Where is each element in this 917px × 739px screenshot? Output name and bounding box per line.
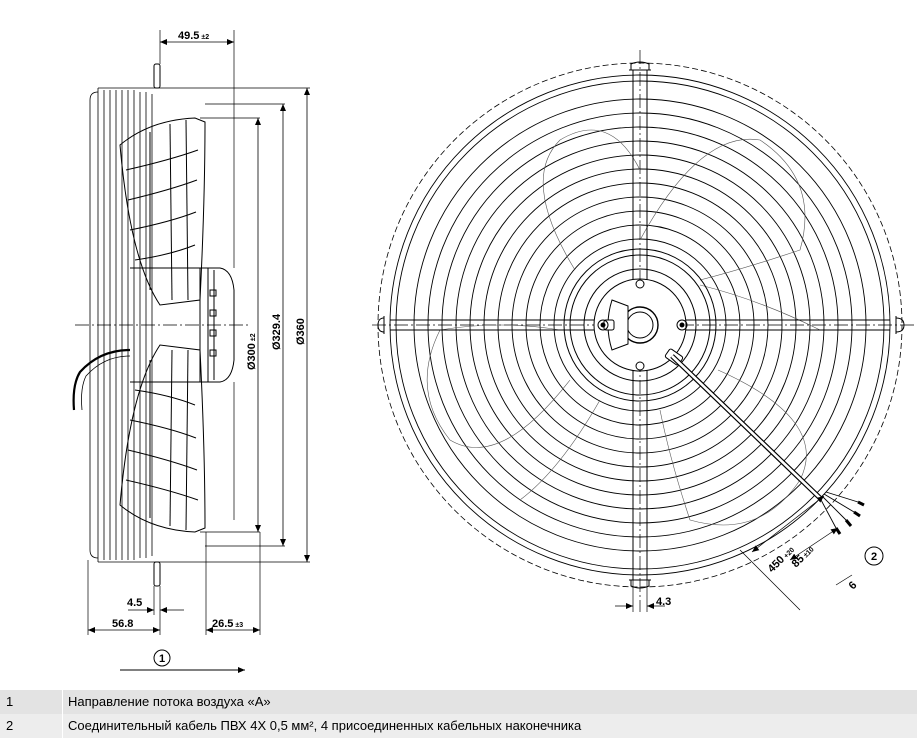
dim-56-8: 56.8 (112, 618, 133, 630)
mount-foot-bottom (154, 562, 160, 586)
dim-4-5: 4.5 (127, 597, 142, 609)
svg-text:2: 2 (871, 551, 877, 563)
mount-foot-top (154, 64, 160, 88)
dim-85: 85±10 (790, 543, 817, 570)
guard-ribs (90, 88, 160, 562)
dim-26-5: 26.5±3 (212, 618, 243, 630)
technical-drawing: 49.5±2 Ø300±2 Ø329.4 Ø360 4.5 56.8 26.5±… (0, 30, 917, 673)
lower-blade (120, 345, 205, 532)
legend-row-1: 1 Направление потока воздуха «A» (0, 690, 917, 714)
dim-49-5: 49.5±2 (178, 30, 209, 42)
dim-360: Ø360 (295, 318, 307, 345)
legend-text: Направление потока воздуха «A» (68, 694, 271, 709)
front-motor (564, 249, 716, 401)
dim-329-4: Ø329.4 (271, 313, 283, 350)
legend-divider (62, 690, 63, 714)
legend-row-2: 2 Соединительный кабель ПВХ 4X 0,5 мм², … (0, 714, 917, 738)
upper-blade (120, 118, 205, 305)
front-cable (672, 356, 864, 534)
front-view (372, 50, 917, 612)
callout-1: 1 (154, 650, 170, 666)
dim-4-3: 4.3 (656, 596, 671, 608)
side-cable (74, 350, 130, 410)
legend-number: 2 (6, 718, 14, 733)
callout-2: 2 (865, 547, 883, 565)
legend-text: Соединительный кабель ПВХ 4X 0,5 мм², 4 … (68, 718, 582, 733)
motor-hub (130, 268, 234, 382)
svg-text:1: 1 (159, 653, 165, 665)
dim-6: 6 (847, 579, 860, 592)
legend-divider (62, 714, 63, 738)
side-view (74, 30, 310, 673)
dim-300: Ø300±2 (246, 333, 258, 370)
legend-number: 1 (6, 694, 14, 709)
